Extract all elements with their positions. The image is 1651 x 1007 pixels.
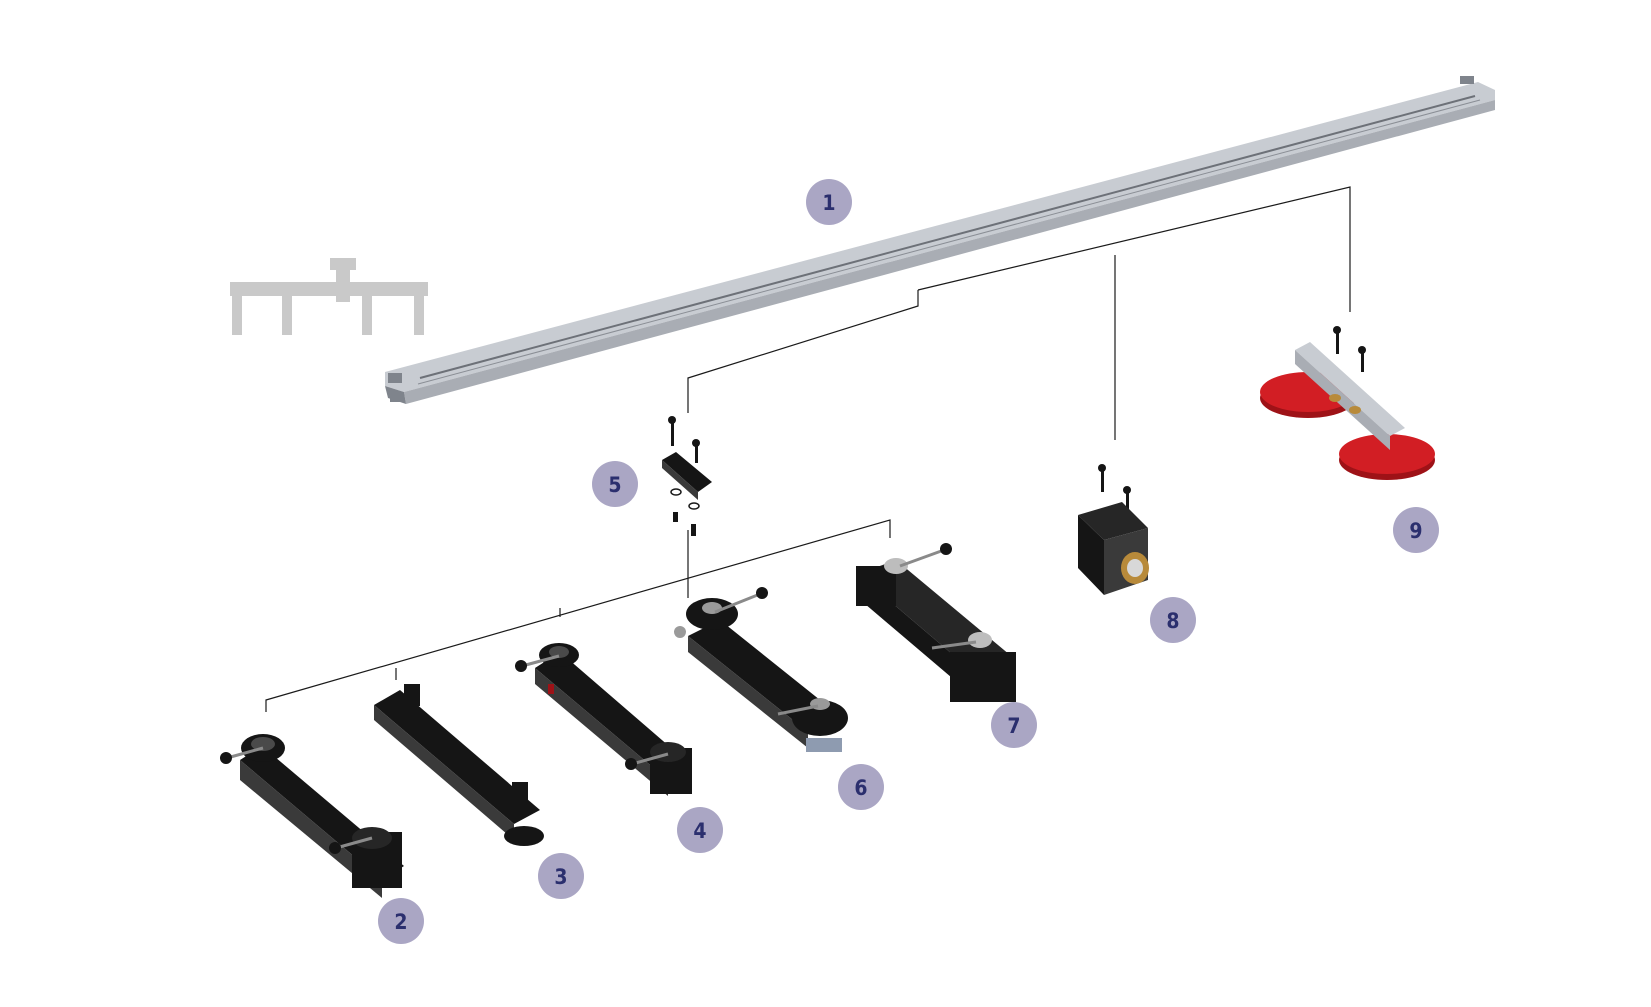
suction-cup-part [1260, 326, 1435, 480]
callout-4-label: 4 [693, 819, 706, 843]
callout-3-label: 3 [554, 865, 567, 889]
callout-1-label: 1 [822, 191, 835, 215]
callout-8: 8 [1150, 597, 1196, 643]
callout-2-label: 2 [394, 910, 407, 934]
clamp-arm-6-part [674, 587, 848, 752]
callout-6: 6 [838, 764, 884, 810]
rail-part [385, 76, 1495, 404]
mount-block-part [1078, 464, 1149, 595]
callout-7-label: 7 [1007, 714, 1020, 738]
callout-1: 1 [806, 179, 852, 225]
callout-9-label: 9 [1409, 519, 1422, 543]
callout-2: 2 [378, 898, 424, 944]
callout-3: 3 [538, 853, 584, 899]
callout-7: 7 [991, 702, 1037, 748]
callout-4: 4 [677, 807, 723, 853]
callout-5: 5 [592, 461, 638, 507]
clamp-block-7-part [856, 543, 1016, 702]
callout-8-label: 8 [1166, 609, 1179, 633]
ghost-bracket-icon [230, 258, 428, 335]
leader-lines [265, 186, 1351, 712]
callout-6-label: 6 [854, 776, 867, 800]
clamp-arm-4-part [515, 643, 692, 796]
small-block-part [662, 416, 712, 536]
callout-9: 9 [1393, 507, 1439, 553]
callout-5-label: 5 [608, 473, 621, 497]
clamp-arm-3-part [374, 684, 544, 846]
clamp-arm-2-part [220, 734, 404, 898]
